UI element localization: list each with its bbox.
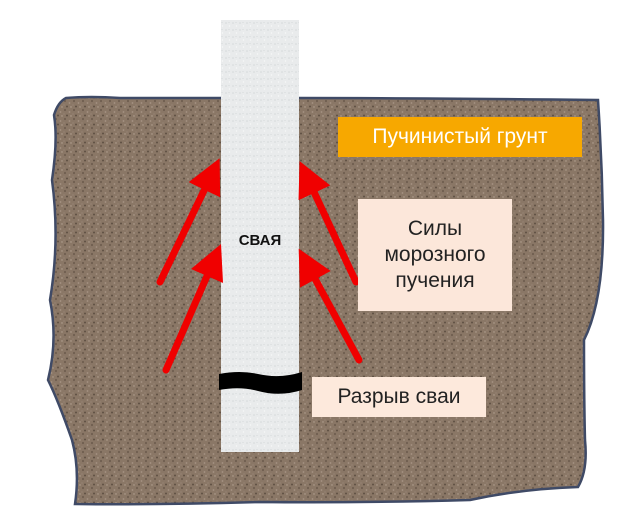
frost-heave-arrows — [156, 158, 363, 374]
arrow-left-upper — [156, 158, 221, 286]
arrow-right-lower — [298, 248, 363, 364]
pile-break-band — [219, 372, 302, 394]
frost-heave-forces-label: Силы морозного пучения — [384, 217, 486, 292]
pile-label: СВАЯ — [238, 231, 282, 249]
arrow-left-lower — [162, 243, 224, 374]
break-label-bg — [312, 377, 486, 417]
pile-break-label: Разрыв сваи — [337, 385, 461, 408]
arrow-right-upper — [298, 161, 360, 286]
forces-label-bg — [358, 199, 512, 311]
heaving-soil-label: Пучинистый грунт — [372, 125, 548, 148]
soil-label-bg — [338, 117, 582, 157]
